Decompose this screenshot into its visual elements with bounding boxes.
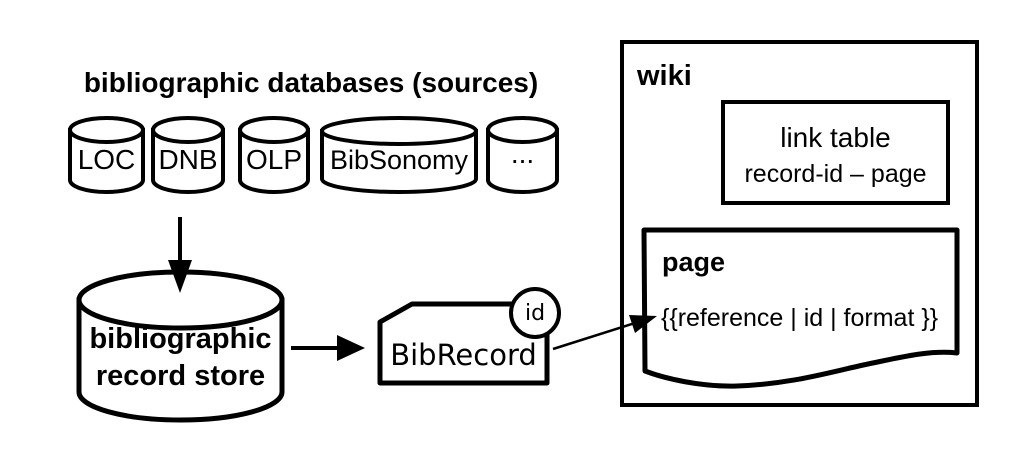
source-label-bibsonomy: BibSonomy — [329, 145, 469, 175]
page-shape — [641, 227, 960, 389]
bibrecord-shape — [377, 301, 550, 386]
arrow-store-to-bibrecord — [291, 335, 365, 361]
source-cylinder-olp — [238, 116, 310, 194]
source-label-loc: LOC — [77, 144, 136, 175]
id-badge-circle — [509, 287, 561, 339]
link-table-mapping: record-id – page — [744, 160, 927, 188]
arrow-sources-to-store — [168, 217, 192, 293]
source-cylinder-other — [486, 116, 559, 194]
source-cylinder-dnb — [151, 116, 225, 194]
record-store-label-line2: record store — [95, 359, 266, 392]
source-cylinder-loc — [68, 116, 145, 194]
link-table-title: link table — [780, 122, 891, 153]
bibrecord-label: BibRecord — [390, 338, 537, 372]
source-label-dnb: DNB — [158, 144, 218, 175]
source-label-other: ... — [510, 138, 535, 169]
page-template-text: {{reference | id | format }} — [661, 304, 939, 332]
record-store-label: bibliographic record store — [79, 321, 282, 395]
record-store-label-line1: bibliographic — [89, 323, 272, 355]
arrow-bibrecord-to-page — [552, 315, 657, 351]
sources-title: bibliographic databases (sources) — [83, 67, 539, 98]
link-table-box — [721, 100, 950, 205]
source-cylinder-bibsonomy — [320, 116, 478, 194]
wiki-title: wiki — [637, 60, 692, 92]
source-label-olp: OLP — [245, 144, 303, 175]
page-title: page — [662, 247, 726, 277]
id-badge-label: id — [524, 301, 546, 326]
